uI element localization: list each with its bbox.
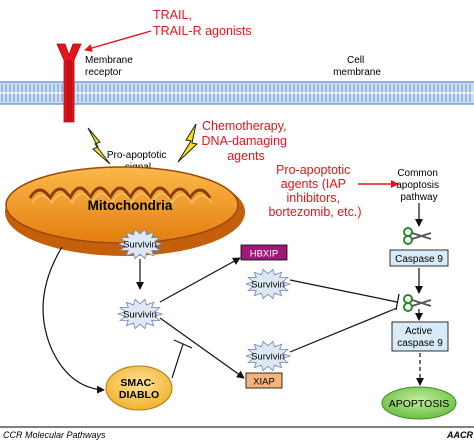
caspase9-box bbox=[389, 249, 449, 267]
caspase9-label: Caspase 9 bbox=[395, 254, 443, 265]
active-caspase9-box bbox=[391, 321, 449, 352]
survivin-node: Survivin bbox=[116, 228, 164, 260]
footer-label: CCR Molecular Pathways bbox=[3, 430, 106, 440]
agonist-label: TRAIL, TRAIL-R agonists bbox=[153, 8, 252, 38]
smac-inhibit-bar bbox=[173, 339, 193, 349]
apoptosis-node bbox=[381, 386, 457, 420]
membrane-receptor-icon bbox=[56, 43, 82, 123]
scissors-icon bbox=[403, 294, 432, 312]
active-caspase9-label: Active caspase 9 bbox=[397, 326, 443, 349]
survivin-to-xiap-arrow bbox=[159, 317, 245, 379]
lightning-bolt-icon bbox=[87, 127, 111, 165]
survivin-node: Survivin bbox=[244, 340, 292, 372]
survivin-label: Survivin bbox=[251, 280, 285, 291]
apoptosis-label: APOPTOSIS bbox=[389, 398, 450, 410]
mitochondria-icon bbox=[5, 166, 245, 256]
agonist-arrow bbox=[84, 30, 152, 52]
survivin-node: Survivin bbox=[244, 268, 292, 300]
xiap-label: XIAP bbox=[253, 377, 275, 388]
common-pathway-label: Common apoptosis pathway bbox=[396, 168, 442, 203]
smac-diablo-label: SMAC- DIABLO bbox=[119, 377, 159, 401]
cell-membrane-label: Cell membrane bbox=[333, 55, 381, 78]
smac-diablo-node bbox=[105, 365, 173, 411]
inhibit-bar-top bbox=[395, 293, 400, 311]
pro-apoptotic-agents-label: Pro-apoptotic agents (IAP inhibitors, bo… bbox=[268, 163, 361, 219]
aacr-logo: AACR bbox=[446, 430, 473, 440]
mito-to-smac-arrow bbox=[42, 246, 105, 394]
mitochondria-label: Mitochondria bbox=[88, 198, 173, 213]
survivin-to-hbxip-arrow bbox=[159, 257, 241, 303]
hbxip-label: HBXIP bbox=[250, 249, 279, 260]
chemotherapy-label: Chemotherapy, DNA-damaging agents bbox=[202, 119, 291, 163]
survivin-label: Survivin bbox=[123, 240, 157, 251]
xiap-box bbox=[245, 372, 283, 389]
membrane-receptor-label: Membrane receptor bbox=[85, 55, 136, 78]
lightning-bolt-icon bbox=[177, 123, 199, 163]
survivin-label: Survivin bbox=[251, 352, 285, 363]
smac-inhibits-line bbox=[171, 343, 184, 379]
survivin-label: Survivin bbox=[123, 310, 157, 321]
survivin-node: Survivin bbox=[116, 298, 164, 330]
survivin-inhibits-caspase-line bbox=[289, 279, 398, 303]
pathway-connectors bbox=[42, 203, 424, 394]
hbxip-box bbox=[240, 244, 288, 261]
scissors-icon bbox=[403, 227, 432, 245]
xiap-survivin-inhibits-caspase-line bbox=[289, 307, 398, 353]
cell-membrane bbox=[0, 81, 474, 105]
